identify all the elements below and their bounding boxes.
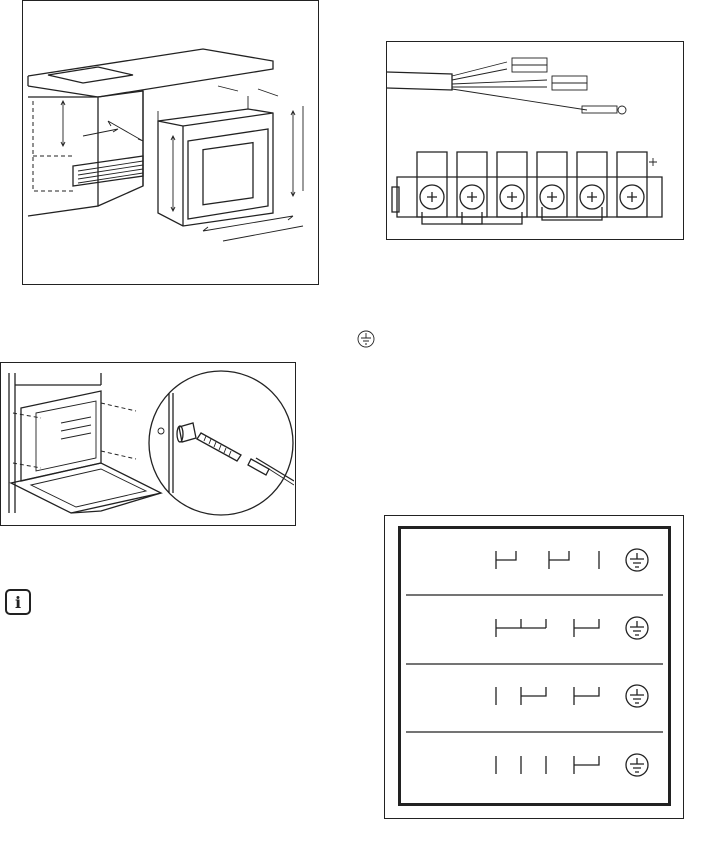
- installation-dimensions-figure: [22, 0, 319, 285]
- cable-terminal-block-figure: [386, 41, 684, 240]
- terminal-bridge-schemes-icon: [401, 529, 668, 803]
- oven-door-fixing-screw-icon: [1, 363, 294, 524]
- info-glyph: i: [15, 593, 21, 612]
- schemes-frame: [398, 526, 671, 806]
- information-icon: i: [5, 589, 31, 615]
- cable-terminal-block-icon: [387, 42, 682, 238]
- connection-schemes-figure: [384, 515, 684, 819]
- oven-cabinet-dimensions-icon: [23, 1, 317, 283]
- earth-ground-icon: [357, 330, 375, 348]
- oven-fixing-screw-figure: [0, 362, 296, 526]
